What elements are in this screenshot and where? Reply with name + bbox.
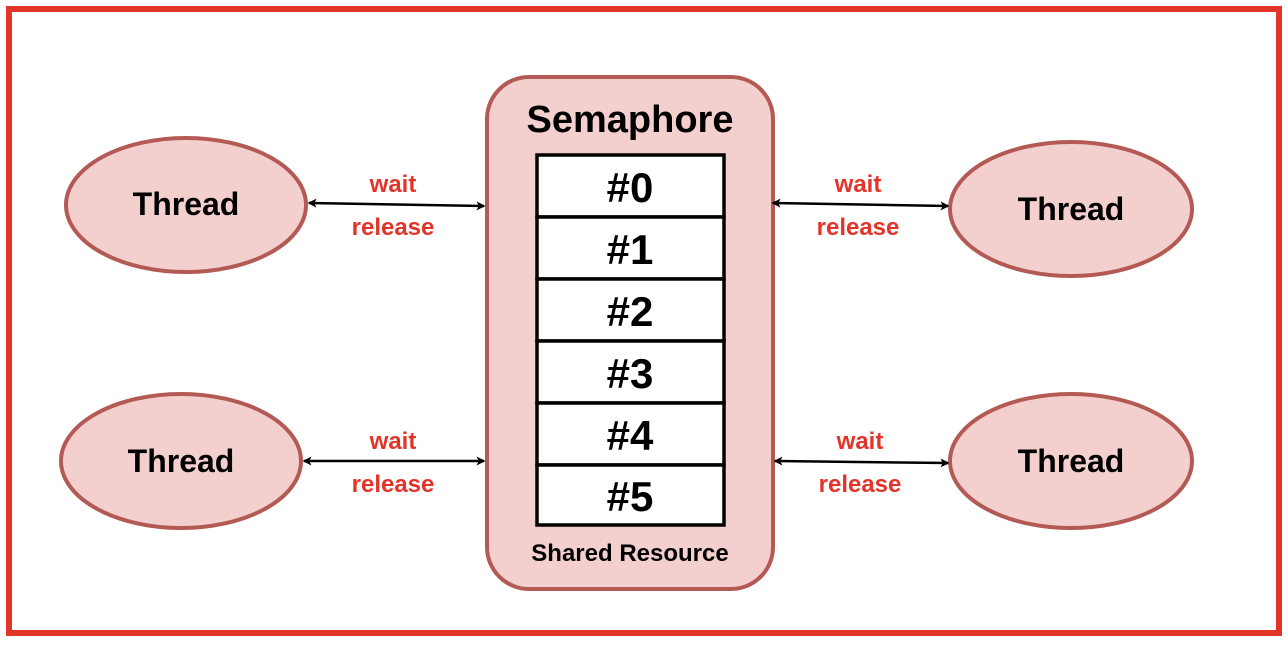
thread-node-top-right: Thread bbox=[948, 140, 1194, 278]
thread-label: Thread bbox=[1018, 191, 1125, 227]
slot-label: #4 bbox=[607, 412, 654, 459]
edge-bottom-left: wait release bbox=[302, 428, 486, 498]
thread-node-bottom-right: Thread bbox=[948, 392, 1194, 530]
slot-5: #5 bbox=[535, 463, 726, 527]
edge-label-wait: wait bbox=[836, 428, 884, 455]
edge-label-wait: wait bbox=[834, 171, 882, 198]
slot-label: #3 bbox=[607, 350, 654, 397]
edge-label-release: release bbox=[817, 214, 900, 241]
slot-label: #2 bbox=[607, 288, 654, 335]
semaphore-footer: Shared Resource bbox=[531, 540, 728, 567]
double-arrow-icon bbox=[771, 198, 950, 211]
thread-label: Thread bbox=[128, 443, 235, 479]
edge-bottom-right: wait release bbox=[773, 428, 950, 498]
slot-4: #4 bbox=[535, 401, 726, 467]
double-arrow-icon bbox=[773, 456, 950, 468]
semaphore-title: Semaphore bbox=[527, 99, 734, 141]
edge-label-release: release bbox=[352, 471, 435, 498]
edge-top-right: wait release bbox=[771, 171, 950, 241]
slot-0: #0 bbox=[535, 153, 726, 219]
slot-label: #5 bbox=[607, 473, 654, 520]
edge-label-wait: wait bbox=[369, 171, 417, 198]
thread-node-bottom-left: Thread bbox=[59, 392, 303, 530]
thread-node-top-left: Thread bbox=[64, 136, 308, 274]
slot-3: #3 bbox=[535, 339, 726, 405]
edge-top-left: wait release bbox=[307, 171, 486, 241]
double-arrow-icon bbox=[307, 198, 486, 211]
slot-label: #0 bbox=[607, 164, 654, 211]
slot-label: #1 bbox=[607, 226, 654, 273]
thread-label: Thread bbox=[1018, 443, 1125, 479]
edge-label-release: release bbox=[352, 214, 435, 241]
edge-label-release: release bbox=[819, 471, 902, 498]
thread-label: Thread bbox=[133, 186, 240, 222]
semaphore-container: Semaphore #0 #1 #2 #3 #4 #5 Shared Resou… bbox=[485, 75, 775, 591]
slot-1: #1 bbox=[535, 215, 726, 281]
edge-label-wait: wait bbox=[369, 428, 417, 455]
slot-2: #2 bbox=[535, 277, 726, 343]
